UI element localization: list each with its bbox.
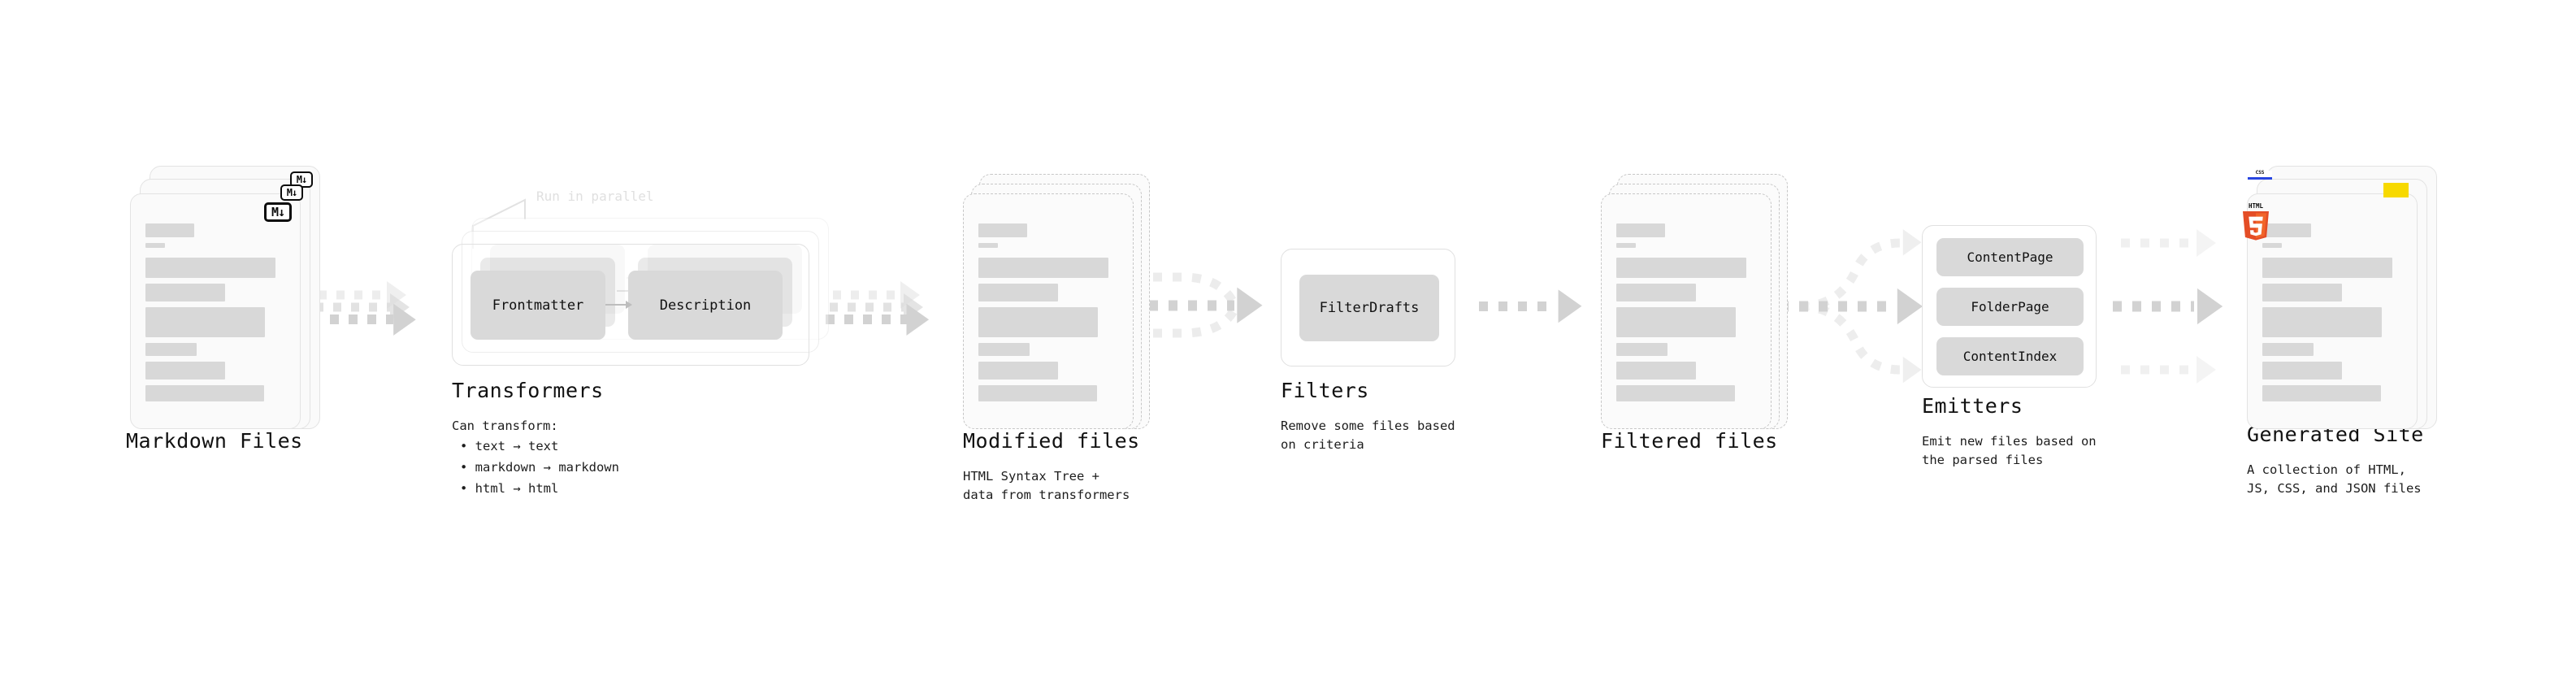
content-bar [2262, 362, 2342, 380]
stage-transformers: Run in parallel Frontmatter Description [452, 189, 834, 366]
stage-filters: FilterDrafts [1281, 249, 1455, 367]
generated-site-subtitle: A collection of HTML, JS, CSS, and JSON … [2247, 462, 2422, 496]
card-content-placeholder [2262, 223, 2404, 407]
arrow-markdown-to-transformers [311, 281, 416, 336]
content-bar [978, 343, 1030, 356]
content-bar [145, 284, 225, 301]
content-bar [145, 385, 264, 401]
chip-description[interactable]: Description [628, 271, 783, 340]
content-bar [2262, 343, 2314, 356]
chip-frontmatter[interactable]: Frontmatter [471, 271, 605, 340]
content-bar [1616, 362, 1696, 380]
content-bar [1616, 385, 1735, 401]
filtered-card-stack [1601, 174, 1788, 429]
content-bar [978, 362, 1058, 380]
chip-filterdrafts[interactable]: FilterDrafts [1299, 275, 1439, 341]
stage-emitters: ContentPage FolderPage ContentIndex [1922, 225, 2097, 388]
filters-subtitle: Remove some files based on criteria [1281, 419, 1455, 452]
bullet-icon: • [460, 439, 475, 453]
svg-text:HTML: HTML [2249, 202, 2264, 210]
content-bar [2262, 243, 2282, 248]
list-item-label: markdown → markdown [475, 460, 619, 475]
filtered-card-front [1601, 193, 1772, 429]
content-bar [2262, 284, 2342, 301]
content-bar [978, 223, 1027, 237]
card-content-placeholder [1616, 223, 1758, 407]
css-icon: CSS [2248, 171, 2272, 180]
card-content-placeholder [978, 223, 1120, 407]
run-in-parallel-label: Run in parallel [536, 189, 654, 204]
stage-title-filtered-files: Filtered files [1601, 429, 1778, 453]
stage-title-filters: Filters [1281, 379, 1369, 402]
html5-icon-svg: HTML [2243, 202, 2269, 241]
stage-markdown-files: M↓ M↓ M↓ [130, 166, 320, 429]
list-item: • markdown → markdown [460, 457, 619, 478]
stage-title-markdown-files: Markdown Files [126, 429, 303, 453]
stage-title-emitters: Emitters [1922, 394, 2023, 418]
emitters-subtitle: Emit new files based on the parsed files [1922, 434, 2097, 467]
stage-filtered-files [1601, 174, 1788, 429]
chip-contentindex[interactable]: ContentIndex [1936, 337, 2084, 375]
stage-title-transformers: Transformers [452, 379, 604, 402]
arrow-transformers-to-modified [826, 281, 930, 336]
css-icon-bar [2248, 177, 2272, 180]
bullet-icon: • [460, 460, 475, 475]
chip-folderpage[interactable]: FolderPage [1936, 288, 2084, 326]
bullet-icon: • [460, 481, 475, 496]
modified-card-stack [963, 174, 1150, 429]
transformers-subtitle: Can transform: [452, 419, 558, 433]
stage-title-modified-files: Modified files [963, 429, 1140, 453]
content-bar [145, 223, 194, 237]
content-bar [1616, 343, 1667, 356]
card-content-placeholder [145, 223, 287, 407]
arrow-filters-to-filtered [1479, 289, 1582, 323]
modified-files-subtitle: HTML Syntax Tree + data from transformer… [963, 469, 1130, 502]
chip-contentpage[interactable]: ContentPage [1936, 238, 2084, 276]
content-bar [978, 243, 998, 248]
css-icon-label: CSS [2255, 170, 2265, 176]
content-bar [145, 243, 165, 248]
markdown-card-front: M↓ [130, 193, 301, 429]
content-bar [1616, 258, 1746, 278]
content-bar [1616, 243, 1636, 248]
arrow-filtered-to-emitters [1780, 229, 1923, 384]
site-card-stack: CSS HTML [2243, 166, 2437, 429]
content-bar [978, 284, 1058, 301]
content-bar [1616, 307, 1736, 337]
content-bar [978, 307, 1098, 337]
content-bar [145, 307, 265, 337]
markdown-card-stack: M↓ M↓ M↓ [130, 166, 320, 429]
content-bar [978, 258, 1108, 278]
js-icon [2383, 183, 2409, 197]
modified-card-front [963, 193, 1134, 429]
content-bar [2262, 307, 2382, 337]
markdown-icon: M↓ [280, 184, 303, 201]
content-bar [1616, 223, 1665, 237]
markdown-icon: M↓ [264, 202, 292, 222]
list-item-label: html → html [475, 481, 559, 496]
content-bar [145, 343, 197, 356]
html5-icon: HTML [2240, 201, 2272, 241]
list-item-label: text → text [475, 439, 559, 453]
list-item: • text → text [460, 436, 619, 457]
stage-modified-files [963, 174, 1150, 429]
content-bar [978, 385, 1097, 401]
content-bar [145, 362, 225, 380]
transformers-bullet-list: • text → text • markdown → markdown • ht… [460, 436, 619, 499]
transform-arrow-icon [605, 301, 632, 309]
content-bar [145, 258, 275, 278]
content-bar [1616, 284, 1696, 301]
content-bar [2262, 385, 2381, 401]
site-card-front-html: HTML [2243, 193, 2418, 429]
list-item: • html → html [460, 478, 619, 499]
stage-generated-site: CSS HTML [2243, 166, 2437, 429]
content-bar [2262, 258, 2392, 278]
arrow-emitters-to-site [2113, 229, 2223, 384]
content-bar [2262, 223, 2311, 237]
transformer-layer-front: Frontmatter Description [452, 244, 809, 366]
